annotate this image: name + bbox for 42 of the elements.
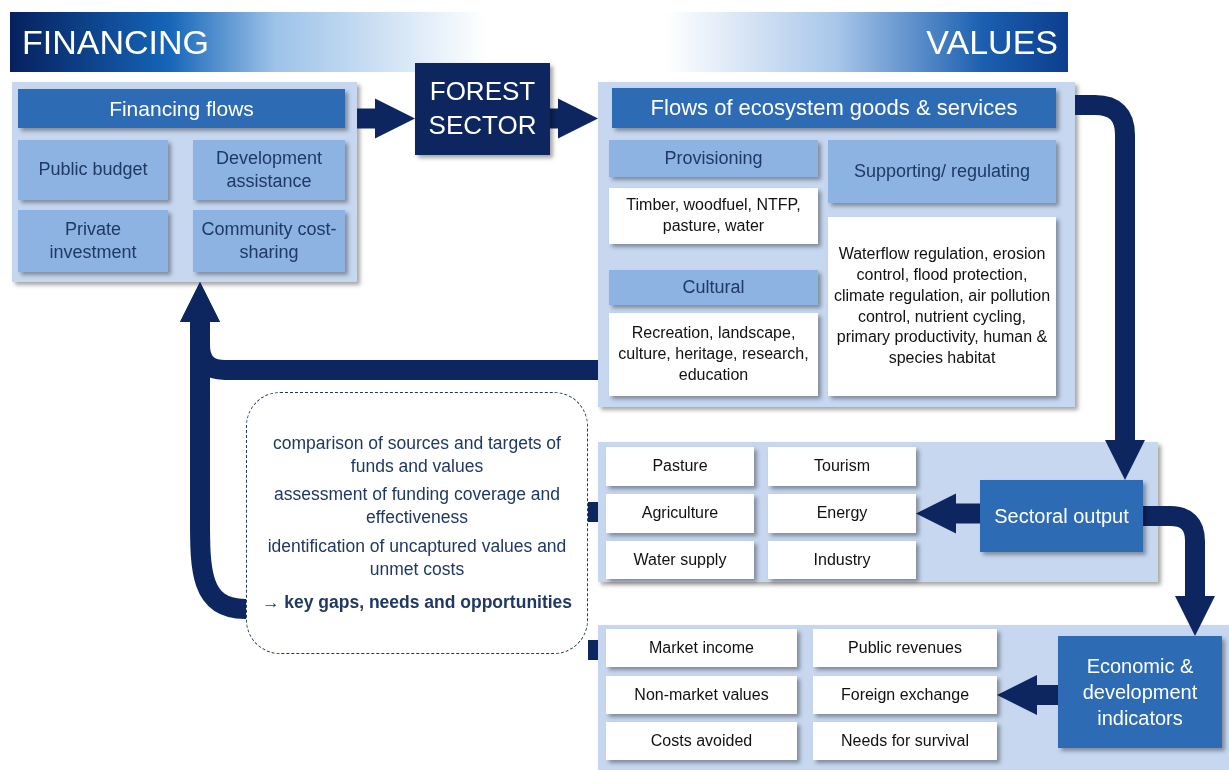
process-box: Sectoral output bbox=[980, 480, 1143, 552]
item-box: Water supply bbox=[606, 541, 754, 579]
panel bbox=[598, 442, 1158, 582]
item-box: Recreation, landscape, culture, heritage, research, education bbox=[609, 313, 818, 396]
item-box: Energy bbox=[768, 494, 916, 533]
item-box: Tourism bbox=[768, 447, 916, 486]
arrow bbox=[1075, 95, 1145, 480]
category-box: Community cost-sharing bbox=[193, 210, 345, 272]
item-box: Public revenues bbox=[813, 629, 997, 667]
band-label: FINANCING bbox=[22, 22, 209, 62]
category-box: Cultural bbox=[609, 270, 818, 305]
category-box: Supporting/ regulating bbox=[828, 140, 1056, 203]
panel bbox=[12, 82, 357, 282]
category-box: Development assistance bbox=[193, 140, 345, 200]
item-box: Market income bbox=[606, 629, 797, 667]
panel bbox=[598, 625, 1229, 770]
panel bbox=[598, 82, 1075, 407]
arrow bbox=[1143, 506, 1215, 636]
category-box: Provisioning bbox=[609, 140, 818, 177]
item-box: Waterflow regulation, erosion control, flood protection, climate regulation, air pollution control, nutrient cycling, primary productivity, human & species habitat bbox=[828, 217, 1056, 396]
band-label: VALUES bbox=[926, 22, 1058, 62]
item-box: Needs for survival bbox=[813, 722, 997, 760]
arrow bbox=[550, 98, 598, 139]
item-box: Non-market values bbox=[606, 676, 797, 714]
item-box: Foreign exchange bbox=[813, 676, 997, 714]
item-box: Industry bbox=[768, 541, 916, 579]
item-box: Timber, woodfuel, NTFP, pasture, water bbox=[609, 188, 818, 244]
category-box: Private investment bbox=[18, 210, 168, 272]
text-paragraph: → key gaps, needs and opportunities bbox=[261, 591, 573, 615]
item-box: Costs avoided bbox=[606, 722, 797, 760]
item-box: Agriculture bbox=[606, 494, 754, 533]
process-box: Economic & development indicators bbox=[1058, 636, 1222, 748]
item-box: Pasture bbox=[606, 447, 754, 486]
text-paragraph: identification of uncaptured values and unmet costs bbox=[266, 534, 568, 581]
summary-box bbox=[246, 392, 588, 654]
arrow bbox=[997, 675, 1058, 715]
process-box: FOREST SECTOR bbox=[415, 63, 550, 155]
arrow bbox=[357, 98, 415, 139]
arrow bbox=[916, 493, 980, 534]
panel-heading: Flows of ecosystem goods & services bbox=[612, 88, 1056, 128]
category-box: Public budget bbox=[18, 140, 168, 200]
panel-heading: Financing flows bbox=[18, 89, 345, 128]
